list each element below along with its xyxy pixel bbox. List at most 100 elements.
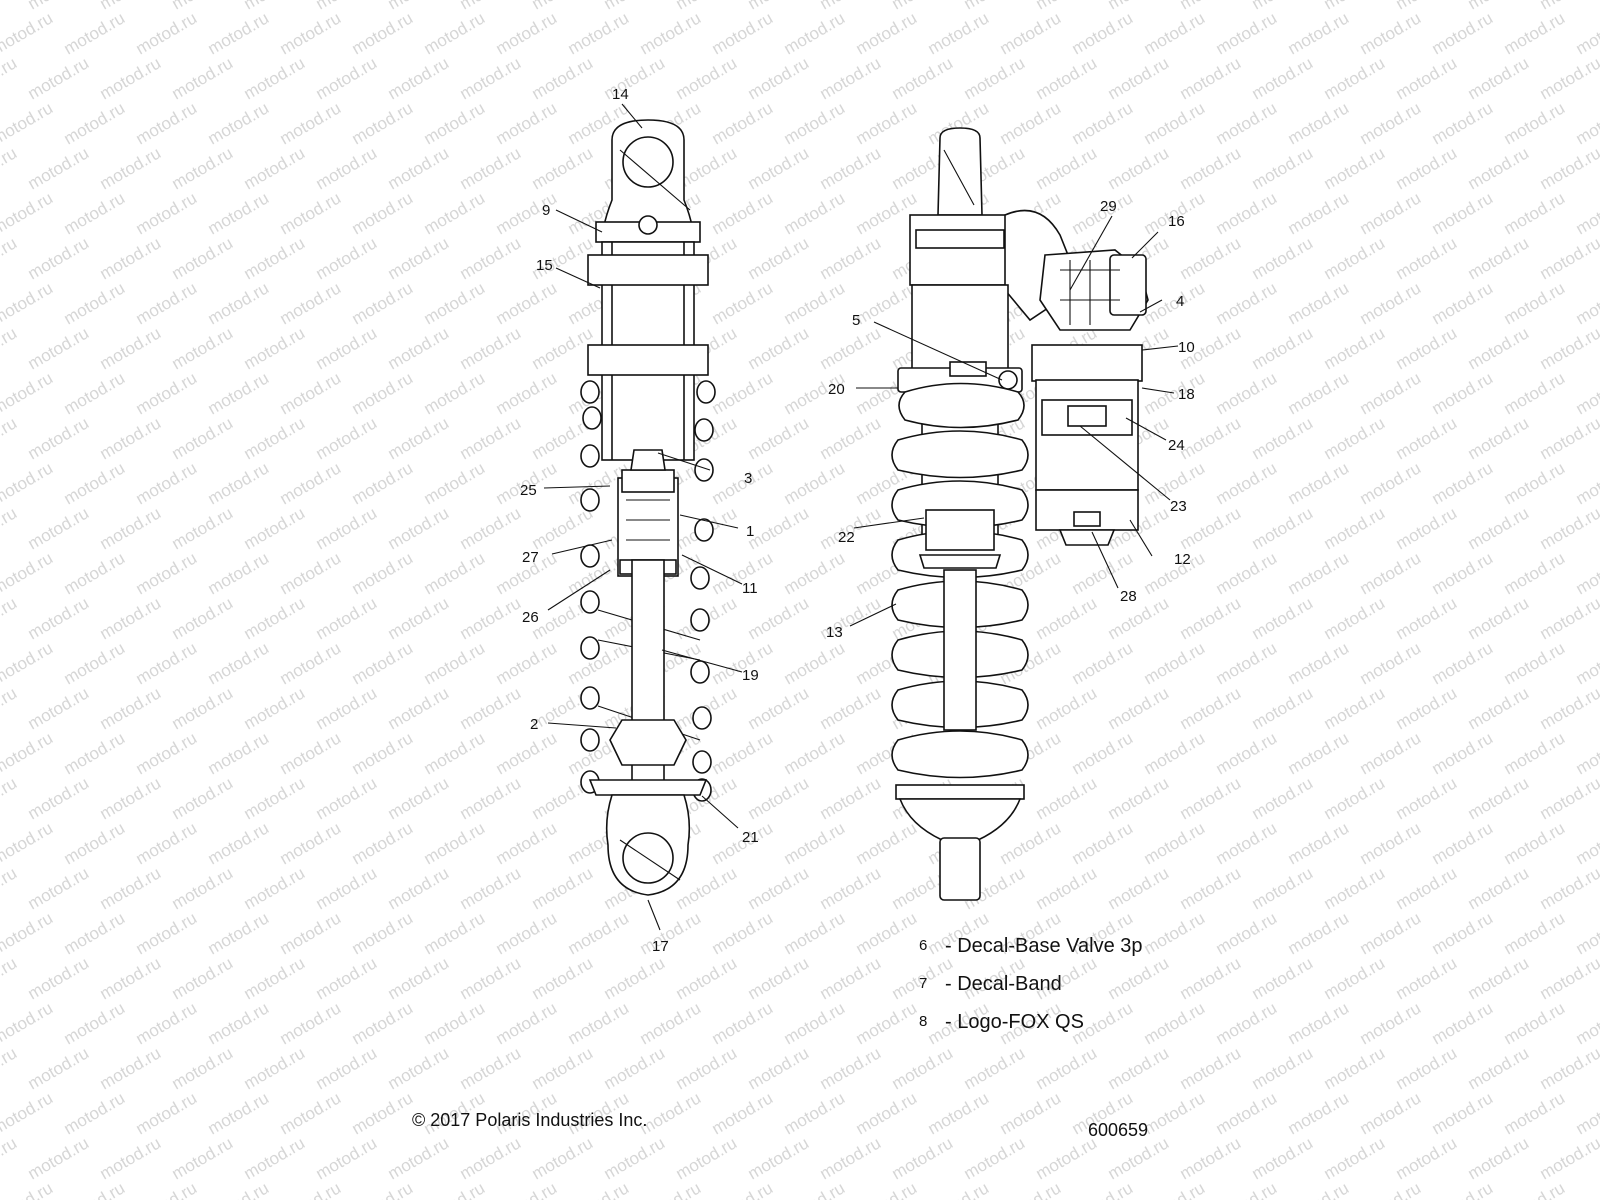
watermark-text: motod.ru xyxy=(0,1088,56,1138)
watermark-text: motod.ru xyxy=(1537,143,1600,193)
watermark-text: motod.ru xyxy=(1321,773,1389,823)
watermark-text: motod.ru xyxy=(1141,98,1209,148)
watermark-text: motod.ru xyxy=(169,773,237,823)
watermark-text: motod.ru xyxy=(277,8,345,58)
legend-number-6: 6 xyxy=(919,937,927,954)
watermark-text: motod.ru xyxy=(889,1133,957,1183)
watermark-text: motod.ru xyxy=(349,368,417,418)
watermark-text: motod.ru xyxy=(25,53,93,103)
watermark-text: motod.ru xyxy=(1393,233,1461,283)
watermark-text: motod.ru xyxy=(1573,458,1600,508)
watermark-text: motod.ru xyxy=(1357,8,1425,58)
watermark-text: motod.ru xyxy=(0,998,56,1048)
watermark-text: motod.ru xyxy=(1429,728,1497,778)
watermark-text: motod.ru xyxy=(169,503,237,553)
watermark-text: motod.ru xyxy=(205,368,273,418)
watermark-text: motod.ru xyxy=(0,503,20,553)
watermark-text: motod.ru xyxy=(457,503,525,553)
watermark-text: motod.ru xyxy=(529,1133,597,1183)
watermark-text: motod.ru xyxy=(1249,503,1317,553)
watermark-text: motod.ru xyxy=(1249,323,1317,373)
watermark-text: motod.ru xyxy=(277,278,345,328)
watermark-text: motod.ru xyxy=(1501,368,1569,418)
watermark-text: motod.ru xyxy=(97,773,165,823)
watermark-text: motod.ru xyxy=(1249,953,1317,1003)
watermark-text: motod.ru xyxy=(1033,683,1101,733)
watermark-text: motod.ru xyxy=(421,728,489,778)
watermark-text: motod.ru xyxy=(205,818,273,868)
watermark-text: motod.ru xyxy=(997,818,1065,868)
watermark-text: motod.ru xyxy=(1033,773,1101,823)
watermark-text: motod.ru xyxy=(169,53,237,103)
callout-9: 9 xyxy=(542,202,550,219)
watermark-text: motod.ru xyxy=(205,458,273,508)
watermark-text: motod.ru xyxy=(349,1088,417,1138)
watermark-text: motod.ru xyxy=(961,1043,1029,1093)
watermark-text: motod.ru xyxy=(421,188,489,238)
watermark-text: motod.ru xyxy=(133,1088,201,1138)
watermark-text: motod.ru xyxy=(61,458,129,508)
watermark-text: motod.ru xyxy=(1573,368,1600,418)
watermark-text: motod.ru xyxy=(1357,1178,1425,1200)
watermark-text: motod.ru xyxy=(313,53,381,103)
watermark-text: motod.ru xyxy=(1069,1178,1137,1200)
watermark-text: motod.ru xyxy=(1213,638,1281,688)
watermark-text: motod.ru xyxy=(601,953,669,1003)
watermark-text: motod.ru xyxy=(1213,368,1281,418)
watermark-text: motod.ru xyxy=(817,233,885,283)
watermark-text: motod.ru xyxy=(169,683,237,733)
watermark-text: motod.ru xyxy=(133,368,201,418)
watermark-text: motod.ru xyxy=(1465,683,1533,733)
watermark-text: motod.ru xyxy=(1501,1088,1569,1138)
watermark-text: motod.ru xyxy=(241,773,309,823)
watermark-text: motod.ru xyxy=(133,548,201,598)
watermark-text: motod.ru xyxy=(0,188,56,238)
watermark-text: motod.ru xyxy=(1105,1133,1173,1183)
watermark-text: motod.ru xyxy=(1501,278,1569,328)
watermark-text: motod.ru xyxy=(1465,1133,1533,1183)
watermark-text: motod.ru xyxy=(1501,188,1569,238)
watermark-text: motod.ru xyxy=(205,188,273,238)
watermark-text: motod.ru xyxy=(25,773,93,823)
watermark-text: motod.ru xyxy=(1249,53,1317,103)
watermark-text: motod.ru xyxy=(0,728,56,778)
watermark-text: motod.ru xyxy=(1573,548,1600,598)
watermark-text: motod.ru xyxy=(313,233,381,283)
watermark-text: motod.ru xyxy=(1069,638,1137,688)
watermark-text: motod.ru xyxy=(673,53,741,103)
callout-15: 15 xyxy=(536,257,553,274)
watermark-text: motod.ru xyxy=(1393,53,1461,103)
watermark-text: motod.ru xyxy=(1429,278,1497,328)
watermark-text: motod.ru xyxy=(241,1043,309,1093)
right-shock-assembly xyxy=(891,127,1149,901)
watermark-text: motod.ru xyxy=(1501,638,1569,688)
watermark-text: motod.ru xyxy=(61,188,129,238)
watermark-text: motod.ru xyxy=(1465,143,1533,193)
watermark-text: motod.ru xyxy=(493,998,561,1048)
watermark-text: motod.ru xyxy=(1465,1043,1533,1093)
watermark-text: motod.ru xyxy=(0,368,56,418)
watermark-text: motod.ru xyxy=(709,188,777,238)
watermark-text: motod.ru xyxy=(1393,863,1461,913)
watermark-text: motod.ru xyxy=(1249,773,1317,823)
watermark-text: motod.ru xyxy=(349,8,417,58)
watermark-text: motod.ru xyxy=(1429,368,1497,418)
watermark-text: motod.ru xyxy=(1285,278,1353,328)
watermark-text: motod.ru xyxy=(1177,683,1245,733)
watermark-text: motod.ru xyxy=(313,593,381,643)
watermark-text: motod.ru xyxy=(61,548,129,598)
watermark-text: motod.ru xyxy=(1105,773,1173,823)
watermark-text: motod.ru xyxy=(61,98,129,148)
watermark-text: motod.ru xyxy=(961,1133,1029,1183)
callout-24: 24 xyxy=(1168,437,1185,454)
watermark-text: motod.ru xyxy=(277,818,345,868)
legend-text-6: - Decal-Base Valve 3p xyxy=(945,935,1143,957)
watermark-text: motod.ru xyxy=(1501,548,1569,598)
watermark-text: motod.ru xyxy=(25,233,93,283)
drawing-number: 600659 xyxy=(1088,1120,1148,1140)
watermark-text: motod.ru xyxy=(277,458,345,508)
watermark-text: motod.ru xyxy=(601,0,669,13)
watermark-text: motod.ru xyxy=(457,1133,525,1183)
watermark-text: motod.ru xyxy=(1465,53,1533,103)
callout-4: 4 xyxy=(1176,293,1184,310)
